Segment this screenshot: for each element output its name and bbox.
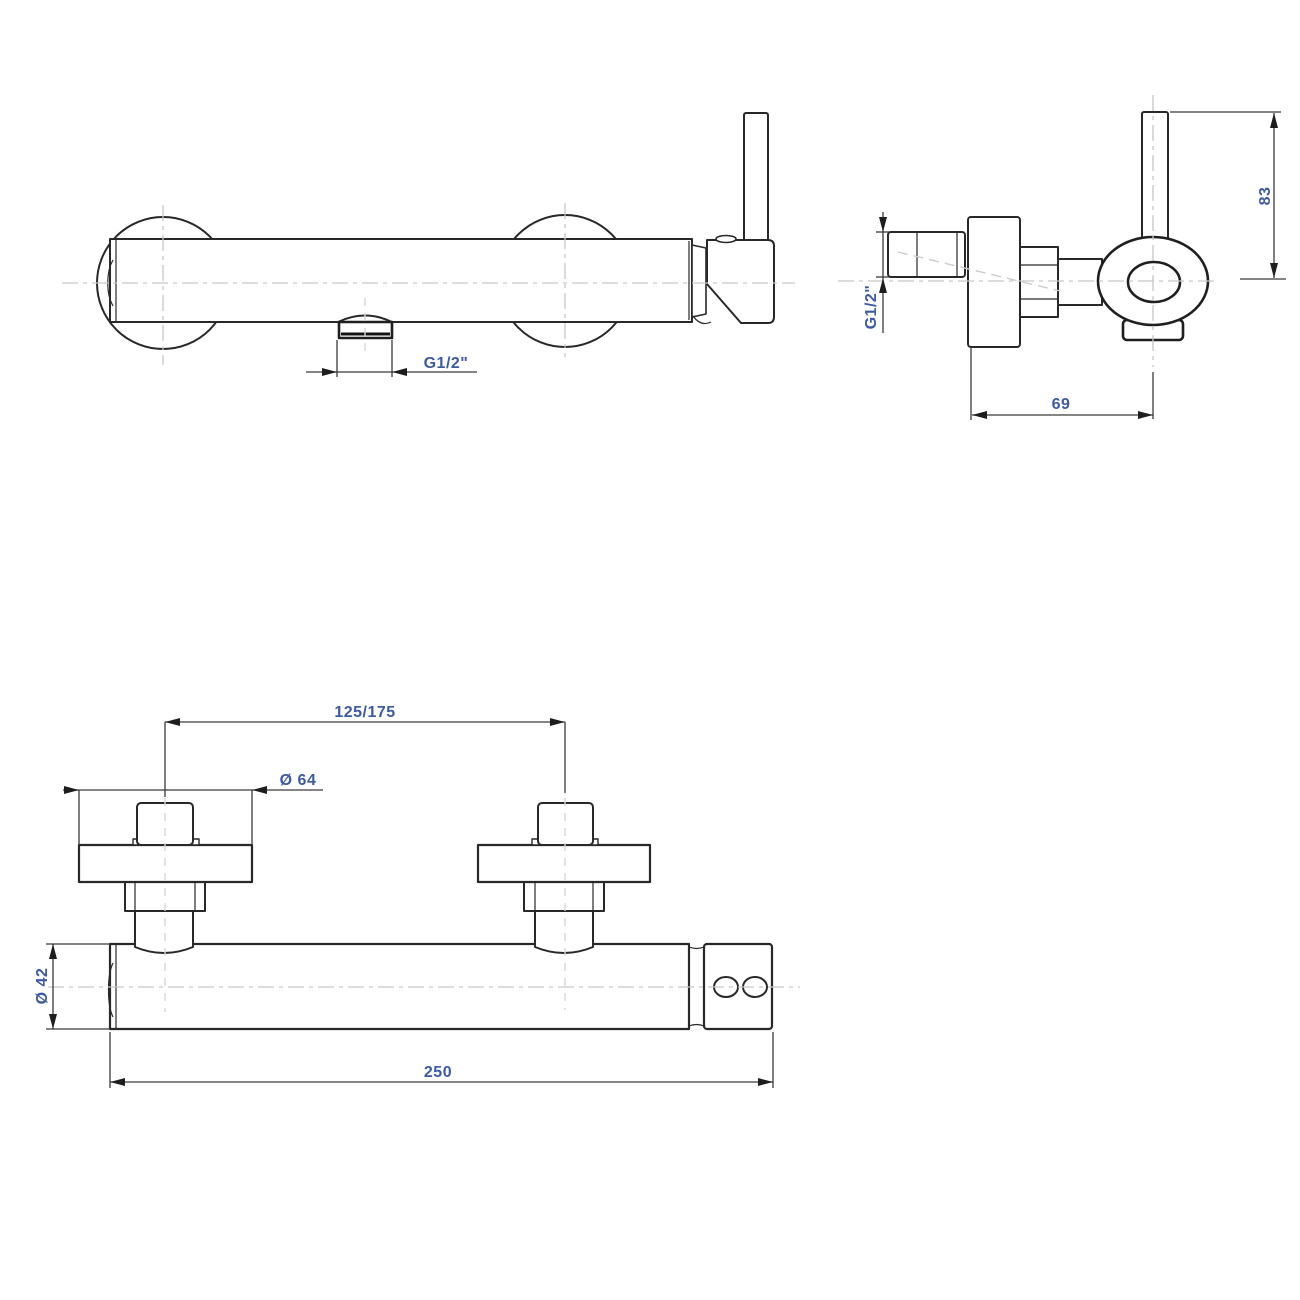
arrowhead xyxy=(165,718,180,726)
connecting-pipe xyxy=(1057,258,1103,306)
wall-flange xyxy=(476,843,652,884)
waist-top xyxy=(688,946,705,950)
dim-flange-diameter: Ø 64 xyxy=(63,772,323,845)
dim-label-flange-diameter: Ø 64 xyxy=(280,772,317,789)
arrowhead xyxy=(1138,411,1153,419)
dim-union-spacing: 125/175 xyxy=(164,704,566,797)
arrowhead xyxy=(1270,113,1278,128)
body-end-bore xyxy=(1126,260,1182,304)
arrowhead xyxy=(550,718,565,726)
dim-body-diameter: Ø 42 xyxy=(34,943,110,1030)
arrowhead xyxy=(392,368,407,376)
handle-body-detail xyxy=(715,234,737,244)
plan-view: 125/175 Ø 64 Ø 42 250 xyxy=(34,704,800,1088)
dim-label-inlet-thread: G1/2" xyxy=(863,285,880,330)
arrowhead xyxy=(972,411,987,419)
inlet-fitting xyxy=(887,231,966,278)
union-pipe xyxy=(134,910,194,954)
union-nut xyxy=(523,881,605,912)
dim-label-outlet-thread: G1/2" xyxy=(424,355,469,372)
handle-neck xyxy=(691,244,707,318)
arrowhead xyxy=(322,368,337,376)
arrowhead xyxy=(49,944,57,959)
dim-inlet-thread: G1/2" xyxy=(863,212,889,333)
dim-label-body-diameter: Ø 42 xyxy=(34,968,51,1005)
inlet-cap xyxy=(136,802,194,846)
wall-plate xyxy=(967,216,1021,348)
side-view: G1/2" 69 83 xyxy=(838,95,1286,420)
arrowhead xyxy=(1270,263,1278,278)
dim-depth-69: 69 xyxy=(972,372,1154,419)
arrowhead xyxy=(879,278,887,293)
body-end-cap-curve xyxy=(107,962,114,1018)
front-view: G1/2" xyxy=(62,112,795,377)
wall-union-right xyxy=(476,802,652,954)
inlet-cap xyxy=(537,802,594,846)
dim-height-83: 83 xyxy=(1170,111,1286,280)
arrowhead xyxy=(49,1014,57,1029)
arrowhead xyxy=(64,786,79,794)
dim-label-body-length: 250 xyxy=(424,1064,452,1081)
arrowhead xyxy=(758,1078,773,1086)
thread-engagement-line xyxy=(897,251,1061,292)
dim-label-depth: 69 xyxy=(1052,396,1071,413)
union-nut xyxy=(1019,246,1059,318)
dim-body-length: 250 xyxy=(109,1032,774,1088)
dim-label-height: 83 xyxy=(1257,187,1274,206)
dim-outlet-thread: G1/2" xyxy=(306,340,477,377)
arrowhead xyxy=(252,786,267,794)
handle-neck-curve xyxy=(692,315,712,325)
handle-body xyxy=(706,239,775,324)
lever-handle-side xyxy=(1141,111,1169,243)
waist-bottom xyxy=(688,1023,705,1027)
union-pipe xyxy=(534,910,594,954)
dim-label-union-spacing: 125/175 xyxy=(334,704,395,721)
arrowhead xyxy=(879,217,887,232)
mixer-body xyxy=(109,238,693,323)
lever-handle xyxy=(743,112,769,244)
arrowhead xyxy=(110,1078,125,1086)
